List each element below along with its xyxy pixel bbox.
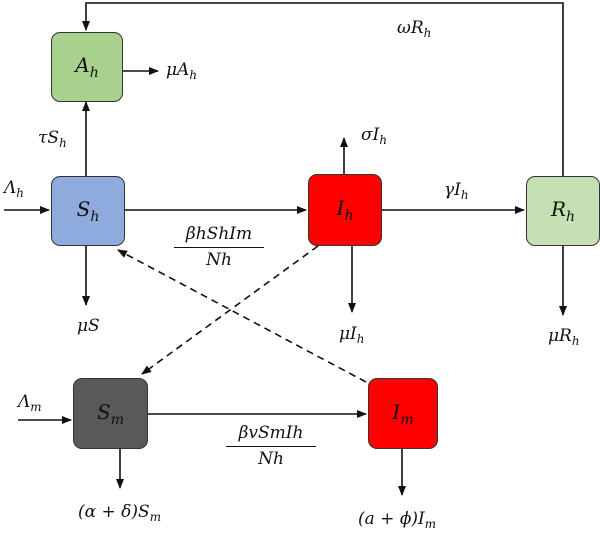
node-ah-label: Ah bbox=[75, 53, 99, 81]
fraction-mosquito-infection: βvSmIh Nh bbox=[226, 425, 316, 468]
fraction-mosquito-numerator: βvSmIh bbox=[226, 425, 316, 447]
node-sm: Sm bbox=[73, 378, 148, 449]
label-alpha-delta-sm: (α + δ)Sm bbox=[78, 502, 161, 525]
node-im: Im bbox=[368, 378, 438, 449]
fraction-human-infection: βhShIm Nh bbox=[174, 226, 264, 269]
label-mu-ah: μAh bbox=[166, 60, 197, 83]
node-ih: Ih bbox=[308, 174, 382, 246]
label-sigma-ih: σIh bbox=[361, 125, 387, 148]
fraction-mosquito-denominator: Nh bbox=[258, 449, 284, 469]
node-sh-label: Sh bbox=[76, 197, 100, 225]
arrow-im-to-sh-dashed bbox=[117, 249, 367, 383]
label-lambda-m: Λm bbox=[18, 392, 42, 415]
label-a-phi-im: (a + ϕ)Im bbox=[358, 509, 437, 532]
label-mu-rh: μRh bbox=[548, 326, 580, 349]
node-ah: Ah bbox=[51, 32, 123, 102]
fraction-human-denominator: Nh bbox=[206, 250, 232, 270]
node-ih-label: Ih bbox=[336, 196, 354, 224]
label-gamma-ih: γIh bbox=[444, 180, 469, 203]
arrow-rh-to-ah bbox=[82, 2, 564, 176]
label-lambda-h: Λh bbox=[4, 178, 24, 201]
label-mu-s: μS bbox=[77, 316, 100, 336]
label-omega-rh: ωRh bbox=[397, 18, 432, 41]
node-im-label: Im bbox=[392, 399, 414, 428]
arrow-ih-to-sm-dashed bbox=[141, 245, 319, 375]
label-mu-ih: μIh bbox=[339, 324, 365, 347]
node-sh: Sh bbox=[51, 176, 125, 246]
label-tau-sh: τSh bbox=[38, 128, 67, 151]
node-sm-label: Sm bbox=[97, 399, 124, 428]
fraction-human-numerator: βhShIm bbox=[174, 226, 264, 248]
node-rh: Rh bbox=[526, 176, 600, 246]
node-rh-label: Rh bbox=[550, 197, 576, 225]
